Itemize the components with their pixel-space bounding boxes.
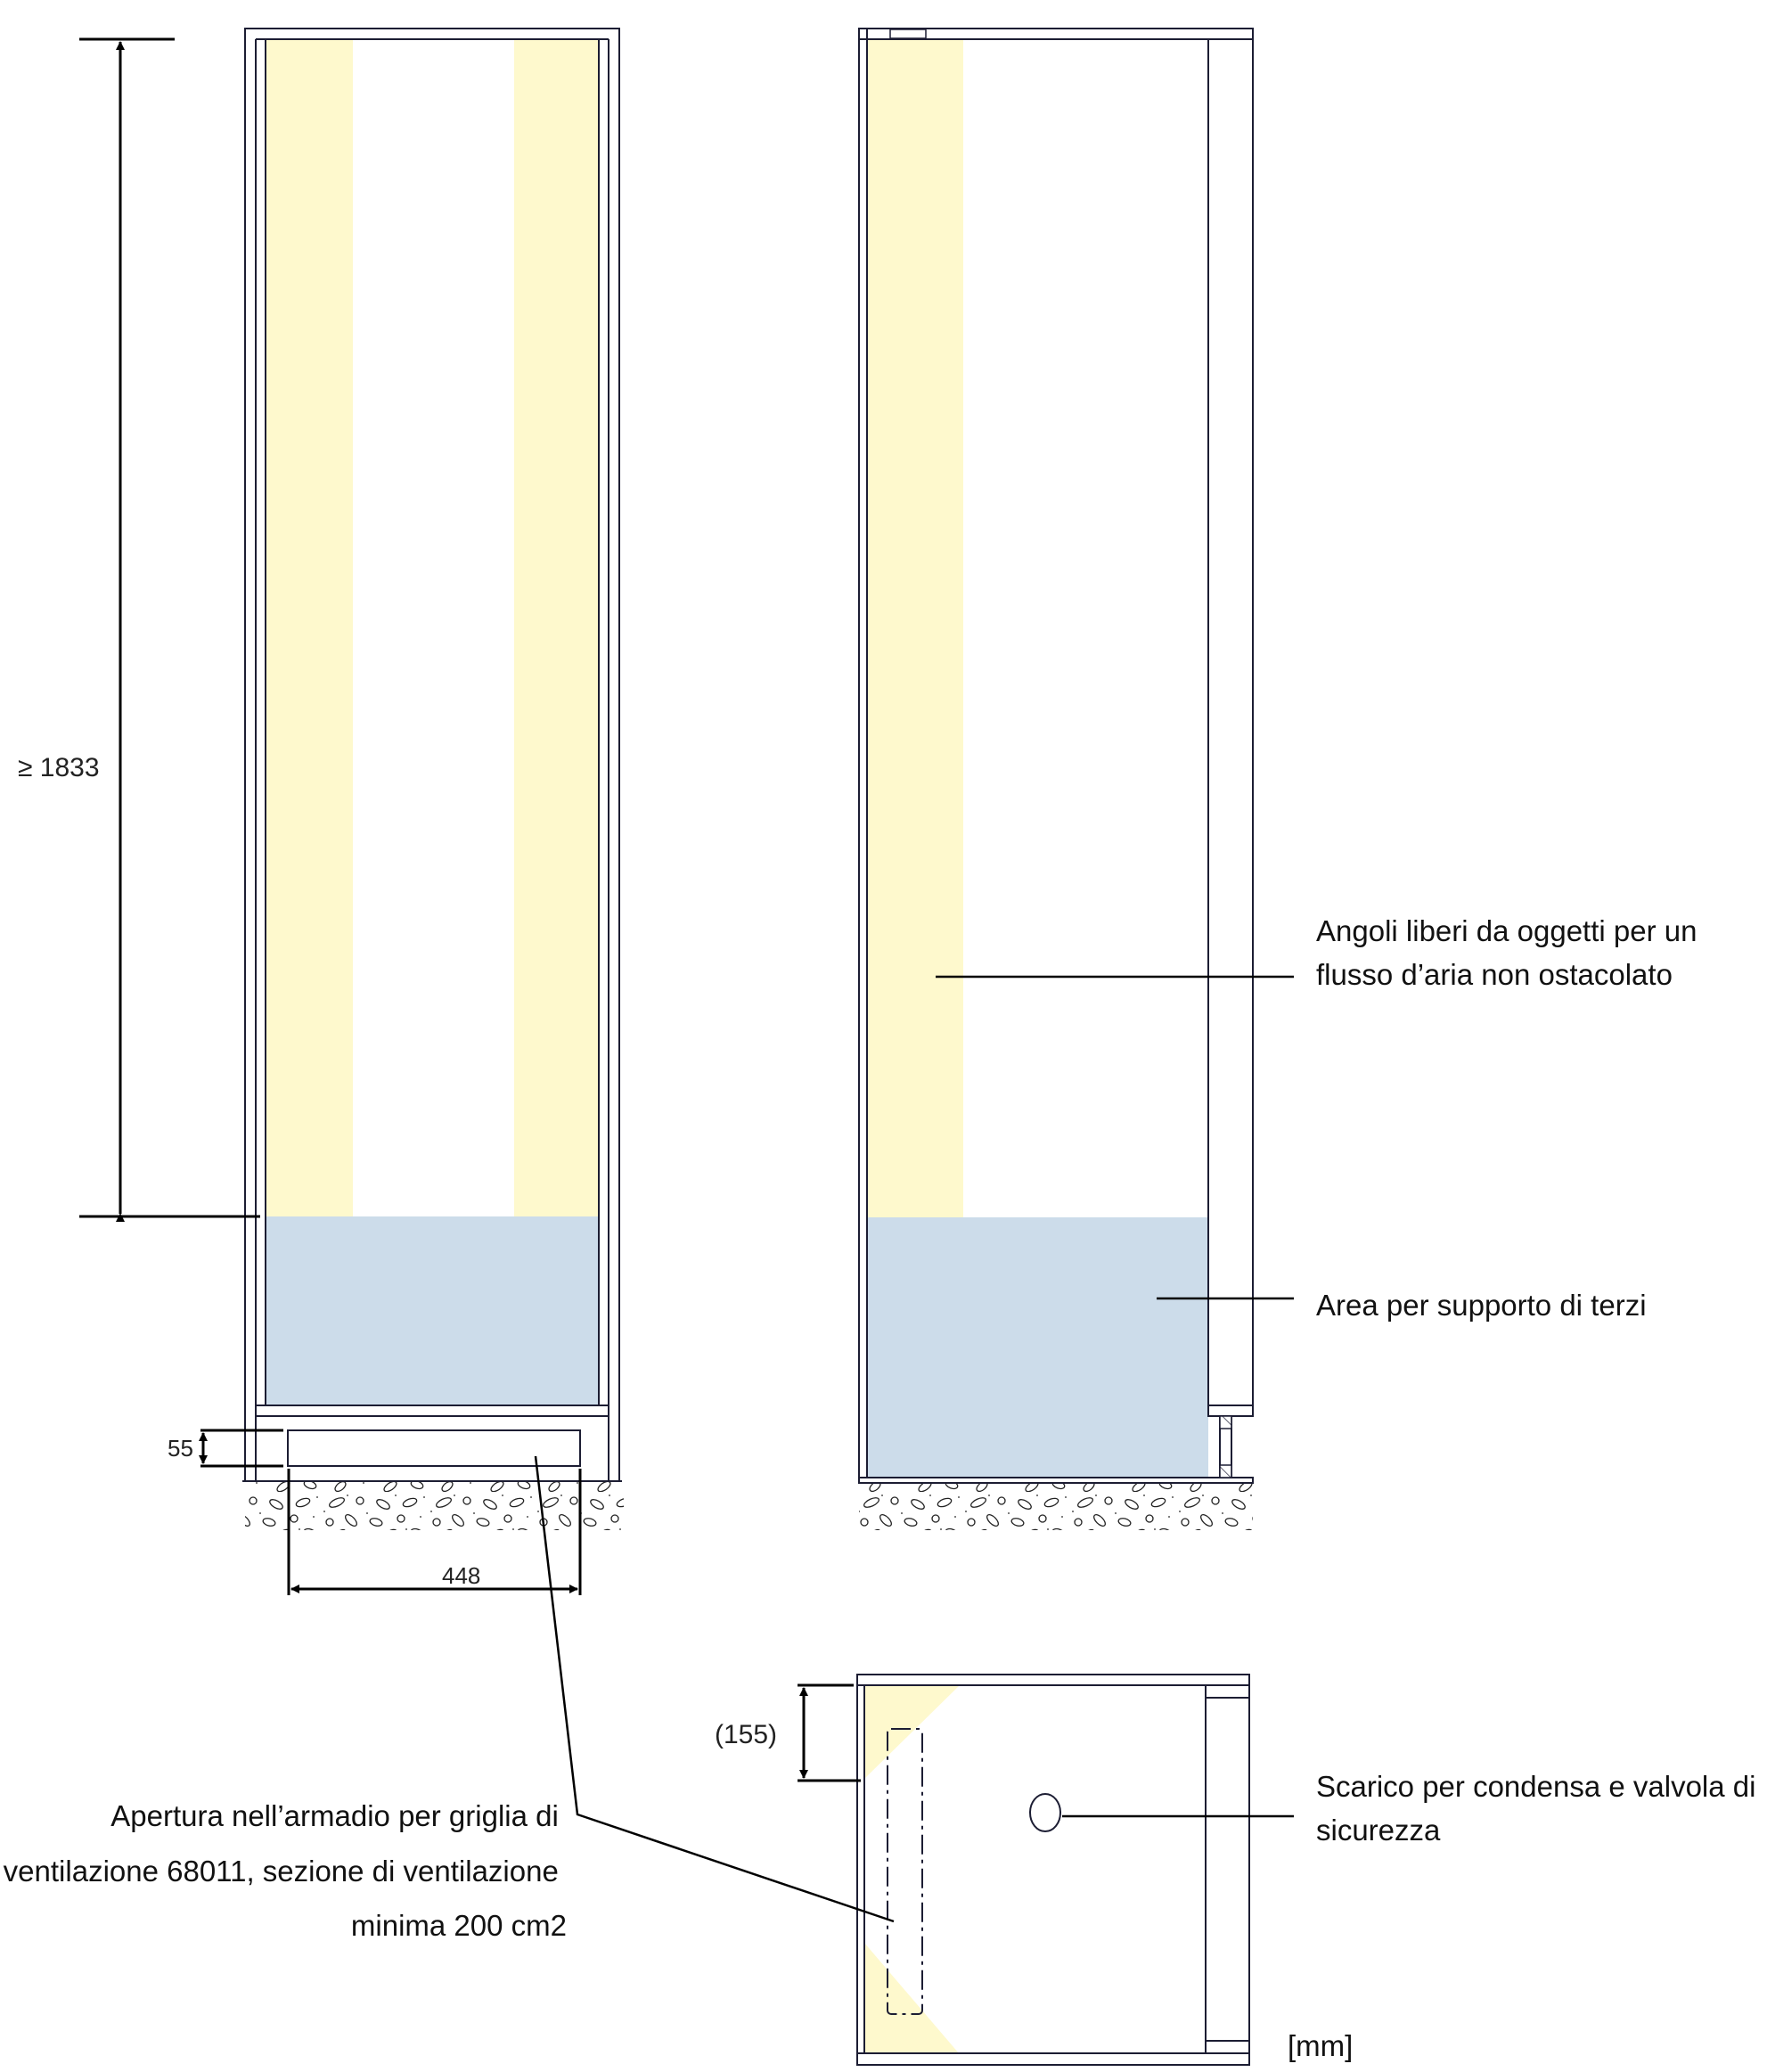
airflow-zone-left: [266, 39, 353, 1216]
height-dimension-label: ≥ 1833: [18, 753, 100, 782]
front-view: ≥ 1833 55 448: [18, 28, 624, 1595]
depth-dimension-label: (155): [715, 1720, 777, 1749]
side-view: [858, 28, 1294, 1530]
vent-width-dimension-label: 448: [442, 1562, 480, 1589]
airflow-corners-label: Angoli liberi da oggetti per un flusso d…: [1316, 914, 1706, 991]
unit-label: [mm]: [1288, 2029, 1353, 2062]
vent-opening-label: Apertura nell’armadio per griglia di ven…: [4, 1799, 567, 1942]
plan-view: (155): [715, 1674, 1294, 2066]
vent-height-dimension-label: 55: [168, 1435, 193, 1462]
vent-grille-outline: [887, 1728, 923, 2015]
side-floor-gravel: [859, 1482, 1253, 1530]
airflow-zone-right: [514, 39, 599, 1216]
support-area-front: [266, 1216, 599, 1405]
airflow-zone-side: [867, 39, 963, 1217]
front-floor-gravel: [245, 1482, 624, 1530]
airflow-corner-top: [864, 1685, 960, 1779]
airflow-corner-bottom: [864, 1943, 959, 2053]
support-area-label: Area per supporto di terzi: [1316, 1289, 1647, 1322]
condensate-drain-label: Scarico per condensa e valvola di sicure…: [1316, 1770, 1764, 1847]
vent-opening: [287, 1429, 581, 1467]
condensate-drain-icon: [1029, 1793, 1061, 1832]
vent-leader-line: [534, 1455, 895, 1923]
support-area-side: [867, 1217, 1208, 1478]
